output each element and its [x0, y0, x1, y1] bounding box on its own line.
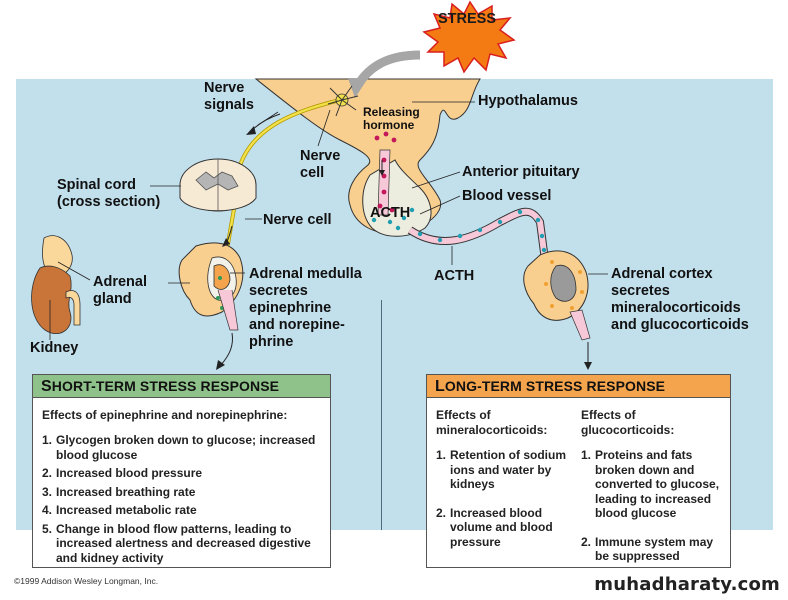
label-blood-vessel: Blood vessel [462, 188, 552, 204]
adrenal-medulla [213, 264, 231, 290]
mineralocorticoid-intro: Effects of mineralocorticoids: [436, 408, 547, 437]
intro-line: Effects of [581, 408, 636, 422]
label-line: Nerve [204, 80, 245, 96]
label-line: gland [93, 291, 132, 307]
copyright-notice: ©1999 Addison Wesley Longman, Inc. [14, 576, 159, 586]
item-text: Increased metabolic rate [56, 503, 197, 517]
stress-burst [422, 0, 516, 74]
item-number: 2. [42, 466, 53, 480]
item-number: 3. [42, 484, 53, 499]
item-text: Increased breathing rate [56, 484, 196, 499]
label-adrenal-medulla: Adrenal medulla secretes epinephrine and… [249, 266, 362, 351]
divider-line [381, 300, 382, 530]
item-number: 1. [436, 448, 447, 462]
label-nerve-cell-top: Nerve cell [300, 148, 340, 182]
glucocorticoid-intro: Effects of glucocorticoids: [581, 408, 674, 437]
list-item: 2.Immune system may be suppressed [581, 535, 727, 564]
long-term-response-box: LONG-TERM STRESS RESPONSE Effects of min… [426, 374, 731, 568]
label-releasing-hormone: Releasing hormone [363, 106, 420, 132]
label-anterior-pituitary: Anterior pituitary [462, 164, 580, 180]
label-line: Releasing [363, 105, 420, 119]
stress-arrowhead [348, 78, 368, 98]
label-line: hormone [363, 118, 415, 132]
label-hypothalamus: Hypothalamus [478, 93, 578, 109]
site-watermark[interactable]: muhadharaty.com [594, 574, 780, 595]
label-line: cell [300, 165, 325, 181]
portal-vessel [377, 149, 391, 216]
list-item: 3.Increased breathing rate [42, 485, 327, 500]
label-line: mineralocorticoids [611, 300, 741, 316]
label-adrenal-cortex: Adrenal cortex secretes mineralocorticoi… [611, 266, 749, 334]
intro-line: mineralocorticoids: [436, 422, 548, 437]
item-text: Increased blood pressure [56, 466, 203, 480]
label-line: and glucocorticoids [611, 317, 749, 333]
intro-line: glucocorticoids: [581, 422, 675, 437]
list-item: 2.Increased blood volume and blood press… [436, 506, 581, 550]
list-item: 1.Proteins and fats broken down and conv… [581, 448, 727, 521]
list-item: 2.Increased blood pressure [42, 466, 327, 481]
long-term-header: LONG-TERM STRESS RESPONSE [427, 375, 730, 398]
short-term-intro: Effects of epinephrine and norepinephrin… [42, 408, 288, 422]
label-adrenal-gland: Adrenal gland [93, 274, 147, 308]
item-text: Proteins and fats broken down and conver… [595, 448, 720, 520]
stress-label: STRESS [438, 11, 497, 27]
arrow-to-short-term [219, 332, 233, 367]
short-term-header: SHORT-TERM STRESS RESPONSE [33, 375, 330, 398]
label-nerve-cell-mid: Nerve cell [263, 212, 332, 228]
header-initial: L [435, 378, 445, 395]
label-line: Adrenal medulla [249, 266, 362, 282]
mineralocorticoid-list: 1.Retention of sodium ions and water by … [436, 448, 581, 553]
list-item: 1.Glycogen broken down to glucose; incre… [42, 433, 327, 462]
list-item: 1.Retention of sodium ions and water by … [436, 448, 581, 492]
item-text: Change in blood flow patterns, leading t… [56, 521, 311, 565]
label-line: Nerve [300, 148, 341, 164]
short-term-response-box: SHORT-TERM STRESS RESPONSE Effects of ep… [32, 374, 331, 568]
header-initial: S [41, 378, 52, 395]
item-number: 1. [581, 448, 592, 462]
label-acth-vessel: ACTH [434, 268, 475, 284]
item-number: 5. [42, 521, 53, 536]
label-line: (cross section) [57, 194, 161, 210]
label-acth-pituitary: ACTH [370, 205, 411, 221]
label-line: phrine [249, 334, 294, 350]
label-kidney: Kidney [30, 340, 79, 356]
label-spinal-cord: Spinal cord (cross section) [57, 177, 160, 211]
short-term-list: 1.Glycogen broken down to glucose; incre… [42, 433, 327, 569]
item-text: Immune system may be suppressed [595, 534, 714, 564]
label-line: secretes [611, 283, 670, 299]
label-line: Adrenal [93, 274, 147, 290]
item-number: 2. [436, 505, 447, 520]
list-item: 4.Increased metabolic rate [42, 503, 327, 518]
intro-line: Effects of [436, 408, 491, 422]
item-number: 2. [581, 534, 592, 549]
kidney [31, 265, 72, 335]
item-number: 1. [42, 433, 53, 447]
glucocorticoid-list: 1.Proteins and fats broken down and conv… [581, 448, 727, 568]
label-line: epinephrine [249, 300, 332, 316]
item-text: Increased blood volume and blood pressur… [450, 505, 553, 549]
header-rest: HORT-TERM STRESS RESPONSE [51, 378, 280, 394]
list-item: 5.Change in blood flow patterns, leading… [42, 522, 327, 566]
ureter [65, 290, 81, 326]
item-text: Retention of sodium ions and water by ki… [450, 448, 566, 491]
item-text: Glycogen broken down to glucose; increas… [56, 433, 316, 462]
label-line: secretes [249, 283, 308, 299]
label-nerve-signals: Nerve signals [204, 80, 254, 114]
label-line: Spinal cord [57, 177, 136, 193]
header-rest: ONG-TERM STRESS RESPONSE [444, 378, 666, 394]
label-line: and norepine- [249, 317, 345, 333]
adrenal-cortex-inner [550, 264, 577, 302]
item-number: 4. [42, 503, 53, 517]
label-line: signals [204, 97, 254, 113]
label-line: Adrenal cortex [611, 266, 713, 282]
